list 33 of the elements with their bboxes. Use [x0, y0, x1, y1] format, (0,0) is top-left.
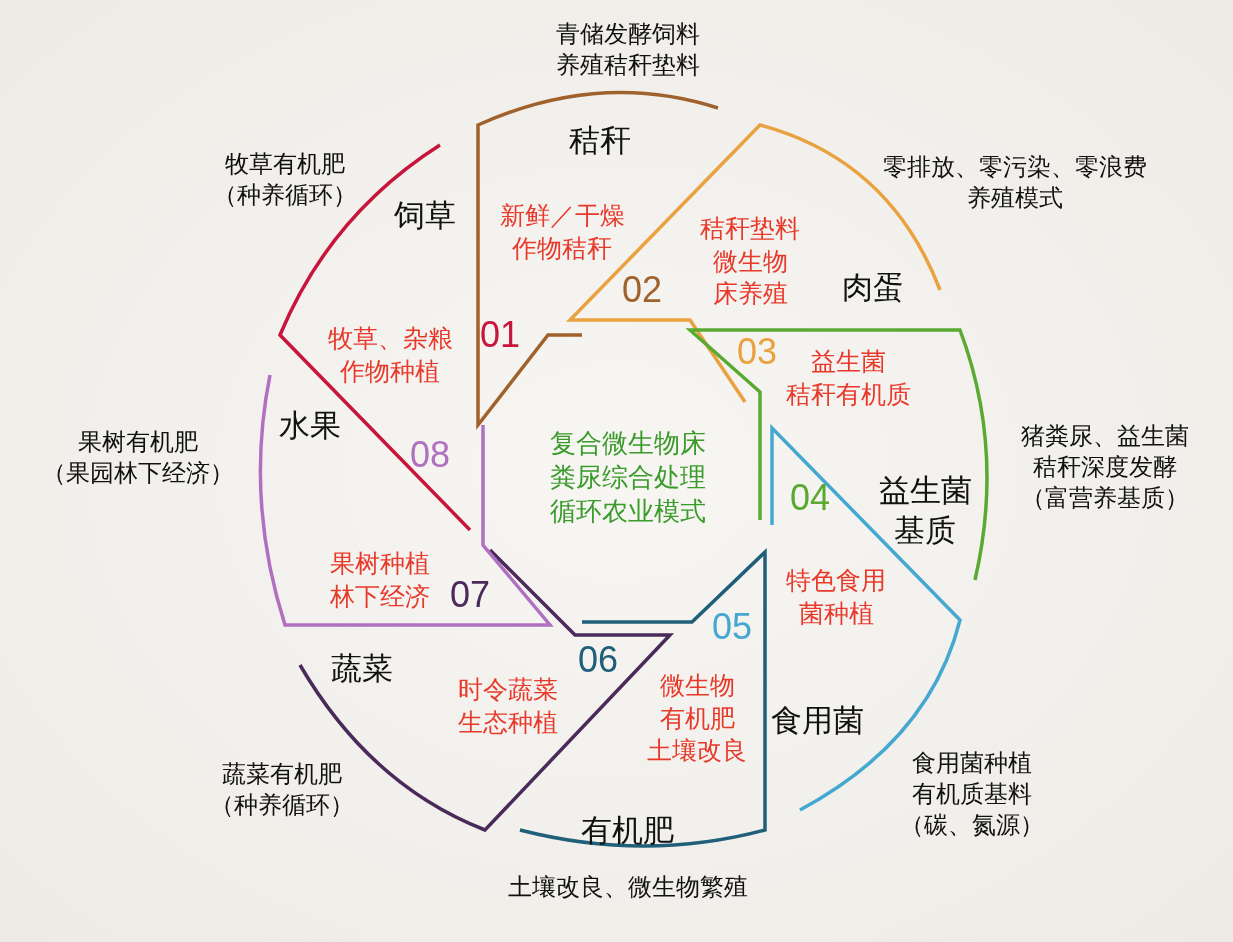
segment-number: 01 [480, 312, 520, 357]
annotation-text: 食用菌种植有机质基料（碳、氮源） [900, 748, 1044, 842]
category-label: 食用菌 [770, 700, 864, 740]
segment-number: 05 [712, 604, 752, 649]
segment-number: 02 [622, 267, 662, 312]
segment-number: 04 [790, 475, 830, 520]
description-text: 特色食用菌种植 [786, 564, 886, 629]
description-text: 果树种植林下经济 [330, 547, 430, 612]
segment-number: 08 [410, 432, 450, 477]
description-text: 微生物有机肥土壤改良 [647, 670, 747, 768]
category-label: 饲草 [394, 195, 456, 235]
category-label: 肉蛋 [842, 267, 904, 307]
segment-number: 06 [578, 637, 618, 682]
annotation-text: 青储发酵饲料养殖秸秆垫料 [556, 18, 700, 81]
category-label: 有机肥 [580, 810, 674, 850]
category-label: 水果 [279, 405, 341, 445]
annotation-text: 猪粪尿、益生菌秸秆深度发酵（富营养基质） [1021, 421, 1189, 515]
category-label: 益生菌基质 [878, 470, 972, 550]
annotation-text: 土壤改良、微生物繁殖 [508, 872, 748, 904]
annotation-text: 牧草有机肥（种养循环） [213, 148, 357, 211]
annotation-text: 果树有机肥（果园林下经济） [42, 426, 234, 489]
description-text: 新鲜／干燥作物秸秆 [499, 199, 625, 264]
annotation-text: 蔬菜有机肥（种养循环） [210, 758, 354, 821]
description-text: 益生菌秸秆有机质 [785, 345, 911, 410]
description-text: 秸秆垫料微生物床养殖 [700, 213, 800, 311]
segment-number: 07 [450, 572, 490, 617]
segment-number: 03 [737, 329, 777, 374]
category-label: 蔬菜 [331, 648, 393, 688]
category-label: 秸秆 [569, 120, 631, 160]
description-text: 时令蔬菜生态种植 [458, 673, 558, 738]
center-text: 复合微生物床粪尿综合处理循环农业模式 [550, 427, 706, 528]
description-text: 牧草、杂粮作物种植 [327, 322, 453, 387]
annotation-text: 零排放、零污染、零浪费养殖模式 [883, 151, 1147, 214]
